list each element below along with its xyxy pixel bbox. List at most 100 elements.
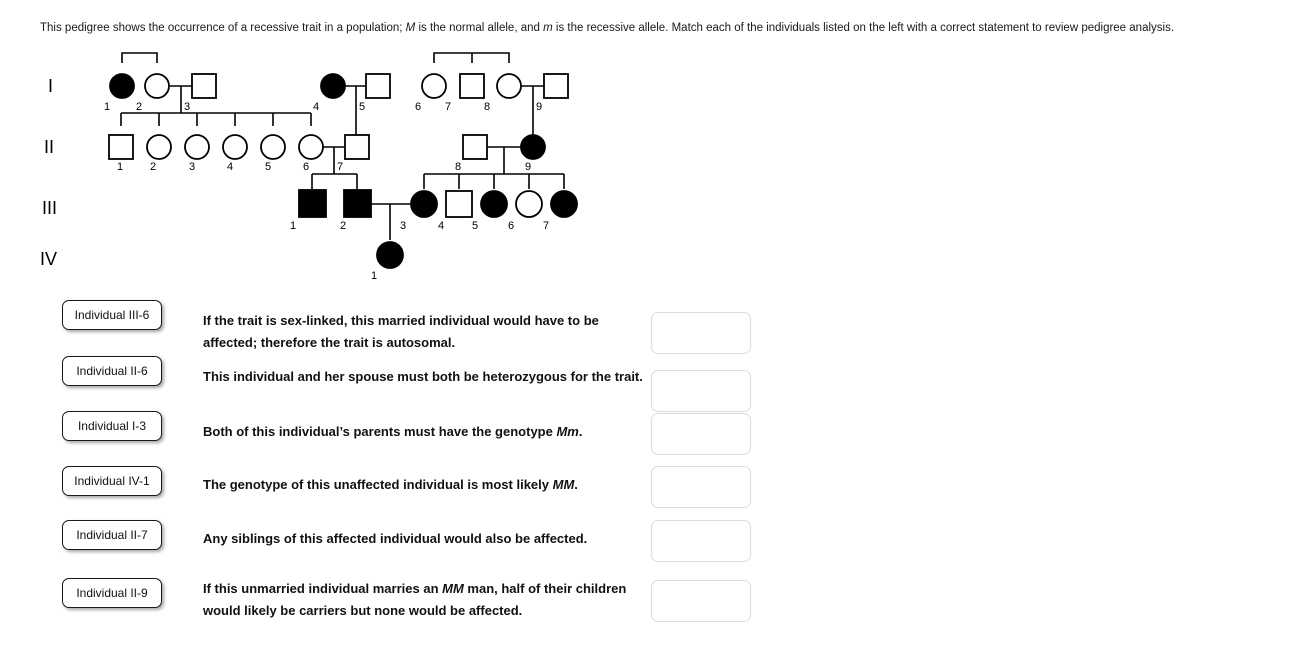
- number-label-I-3: 3: [184, 101, 190, 113]
- number-label-II-2: 2: [150, 161, 156, 173]
- number-label-I-1: 1: [104, 101, 110, 113]
- symbol-IV-1: [376, 241, 404, 269]
- number-label-I-5: 5: [359, 101, 365, 113]
- number-label-II-5: 5: [265, 161, 271, 173]
- symbol-II-1: [108, 134, 134, 160]
- dropzone-1[interactable]: [651, 312, 751, 354]
- match-row: Individual IV-1 The genotype of this una…: [0, 458, 1312, 512]
- symbol-III-5: [480, 190, 508, 218]
- number-label-II-9: 9: [525, 161, 531, 173]
- symbol-II-8: [462, 134, 488, 160]
- number-label-I-8: 8: [484, 101, 490, 113]
- mating-I4-I5: [345, 85, 366, 138]
- matching-exercise: Individual III-6 If the trait is sex-lin…: [0, 290, 1312, 624]
- number-label-IV-1: 1: [371, 270, 377, 282]
- number-label-I-4: 4: [313, 101, 319, 113]
- symbol-I-9: [543, 73, 569, 99]
- draggable-chip-individual-iv-1[interactable]: Individual IV-1: [62, 466, 162, 496]
- number-label-III-2: 2: [340, 220, 346, 232]
- match-row: Individual I-3 Both of this individual’s…: [0, 403, 1312, 458]
- symbol-II-7: [344, 134, 370, 160]
- genotype-symbol-MM-2: MM: [442, 581, 464, 596]
- prompt-text-part2: is the normal allele, and: [415, 21, 544, 34]
- number-label-II-7: 7: [337, 161, 343, 173]
- symbol-III-4: [445, 190, 473, 218]
- mating-I2-I3: [170, 85, 192, 113]
- genotype-symbol-mm: Mm: [556, 424, 579, 439]
- mating-III2-III3: [368, 203, 413, 240]
- dropzone-3[interactable]: [651, 413, 751, 455]
- draggable-chip-individual-iii-6[interactable]: Individual III-6: [62, 300, 162, 330]
- symbol-I-3: [191, 73, 217, 99]
- allele-recessive-symbol: m: [543, 21, 553, 34]
- symbol-III-6: [515, 190, 543, 218]
- mating-II8-II9: [487, 146, 521, 174]
- sibship-I1-I2: [121, 52, 158, 63]
- number-label-II-4: 4: [227, 161, 233, 173]
- genotype-symbol-MM-1: MM: [552, 477, 575, 492]
- draggable-chip-individual-i-3[interactable]: Individual I-3: [62, 411, 162, 441]
- number-label-I-6: 6: [415, 101, 421, 113]
- mating-I8-I9: [521, 85, 544, 138]
- dropzone-4[interactable]: [651, 466, 751, 508]
- number-label-II-1: 1: [117, 161, 123, 173]
- symbol-III-1: [298, 189, 327, 218]
- match-row: Individual III-6 If the trait is sex-lin…: [0, 290, 1312, 354]
- symbol-II-6: [298, 134, 324, 160]
- number-label-III-3: 3: [400, 220, 406, 232]
- number-label-I-7: 7: [445, 101, 451, 113]
- match-row: Individual II-7 Any siblings of this aff…: [0, 512, 1312, 566]
- draggable-chip-individual-ii-7[interactable]: Individual II-7: [62, 520, 162, 550]
- number-label-III-7: 7: [543, 220, 549, 232]
- dropzone-6[interactable]: [651, 580, 751, 622]
- symbol-I-5: [365, 73, 391, 99]
- dropzone-5[interactable]: [651, 520, 751, 562]
- number-label-II-6: 6: [303, 161, 309, 173]
- draggable-chip-individual-ii-9[interactable]: Individual II-9: [62, 578, 162, 608]
- sibship-bar-generation-II: [120, 112, 312, 126]
- generation-label-I: I: [48, 76, 53, 96]
- generation-label-III: III: [42, 198, 57, 218]
- generation-label-IV: IV: [40, 249, 57, 269]
- statement-text-5: Any siblings of this affected individual…: [203, 531, 588, 546]
- statement-text-2: This individual and her spouse must both…: [203, 369, 643, 384]
- symbol-II-4: [222, 134, 248, 160]
- symbol-II-9: [520, 134, 546, 160]
- number-label-III-6: 6: [508, 220, 514, 232]
- symbol-III-7: [550, 190, 578, 218]
- dropzone-2[interactable]: [651, 370, 751, 412]
- symbol-I-6: [421, 73, 447, 99]
- generation-label-II: II: [44, 137, 54, 157]
- symbol-I-8: [496, 73, 522, 99]
- symbol-I-7: [459, 73, 485, 99]
- symbol-II-2: [146, 134, 172, 160]
- statement-text-1: If the trait is sex-linked, this married…: [203, 313, 599, 350]
- symbol-III-2: [343, 189, 372, 218]
- number-label-I-2: 2: [136, 101, 142, 113]
- number-label-II-3: 3: [189, 161, 195, 173]
- number-label-III-5: 5: [472, 220, 478, 232]
- mating-II6-II7: [323, 146, 345, 174]
- symbol-I-4: [320, 73, 346, 99]
- draggable-chip-individual-ii-6[interactable]: Individual II-6: [62, 356, 162, 386]
- number-label-II-8: 8: [455, 161, 461, 173]
- symbol-I-2: [144, 73, 170, 99]
- prompt-text-part3: is the recessive allele. Match each of t…: [552, 21, 1175, 34]
- symbol-II-5: [260, 134, 286, 160]
- match-row: Individual II-6 This individual and her …: [0, 348, 1312, 412]
- sibship-I6-I7-I8: [433, 52, 510, 63]
- match-row: Individual II-9 If this unmarried indivi…: [0, 566, 1312, 624]
- sibship-bar-generation-III: [423, 173, 565, 189]
- number-label-III-1: 1: [290, 220, 296, 232]
- statement-text-4: The genotype of this unaffected individu…: [203, 477, 578, 492]
- pedigree-chart: I II III IV: [0, 52, 700, 287]
- statement-text-3: Both of this individual’s parents must h…: [203, 424, 583, 439]
- symbol-II-3: [184, 134, 210, 160]
- sibship-III1-III2: [311, 173, 358, 189]
- symbol-III-3: [410, 190, 438, 218]
- prompt-text-part1: This pedigree shows the occurrence of a …: [40, 21, 406, 34]
- symbol-I-1: [109, 73, 135, 99]
- prompt-paragraph: This pedigree shows the occurrence of a …: [40, 20, 1294, 37]
- number-label-I-9: 9: [536, 101, 542, 113]
- number-label-III-4: 4: [438, 220, 444, 232]
